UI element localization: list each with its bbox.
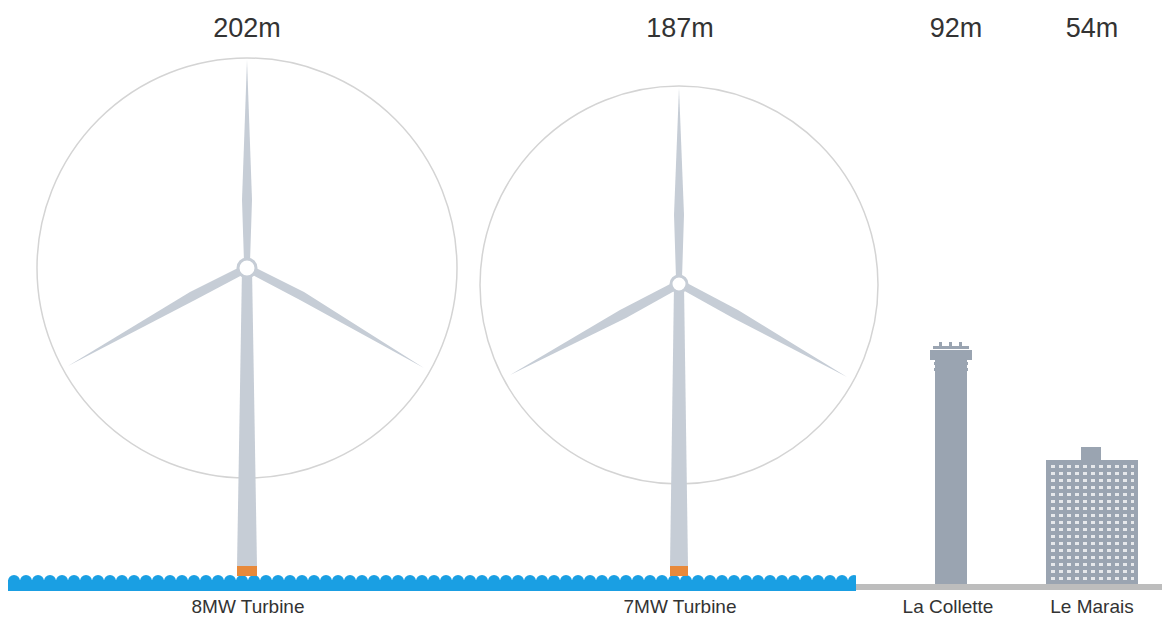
structure-name: 8MW Turbine (192, 597, 305, 618)
ground (856, 584, 1162, 590)
height-label: 187m (646, 14, 714, 44)
chimney (930, 342, 972, 584)
height-label: 92m (930, 14, 983, 44)
structure-name: La Collette (903, 597, 994, 618)
structure-name: 7MW Turbine (624, 597, 737, 618)
building (1046, 447, 1138, 584)
turbine-7mw (480, 86, 878, 576)
water (8, 580, 856, 591)
height-label: 54m (1066, 14, 1119, 44)
height-label: 202m (213, 14, 281, 44)
structure-name: Le Marais (1050, 597, 1133, 618)
turbine-8mw (37, 58, 457, 576)
